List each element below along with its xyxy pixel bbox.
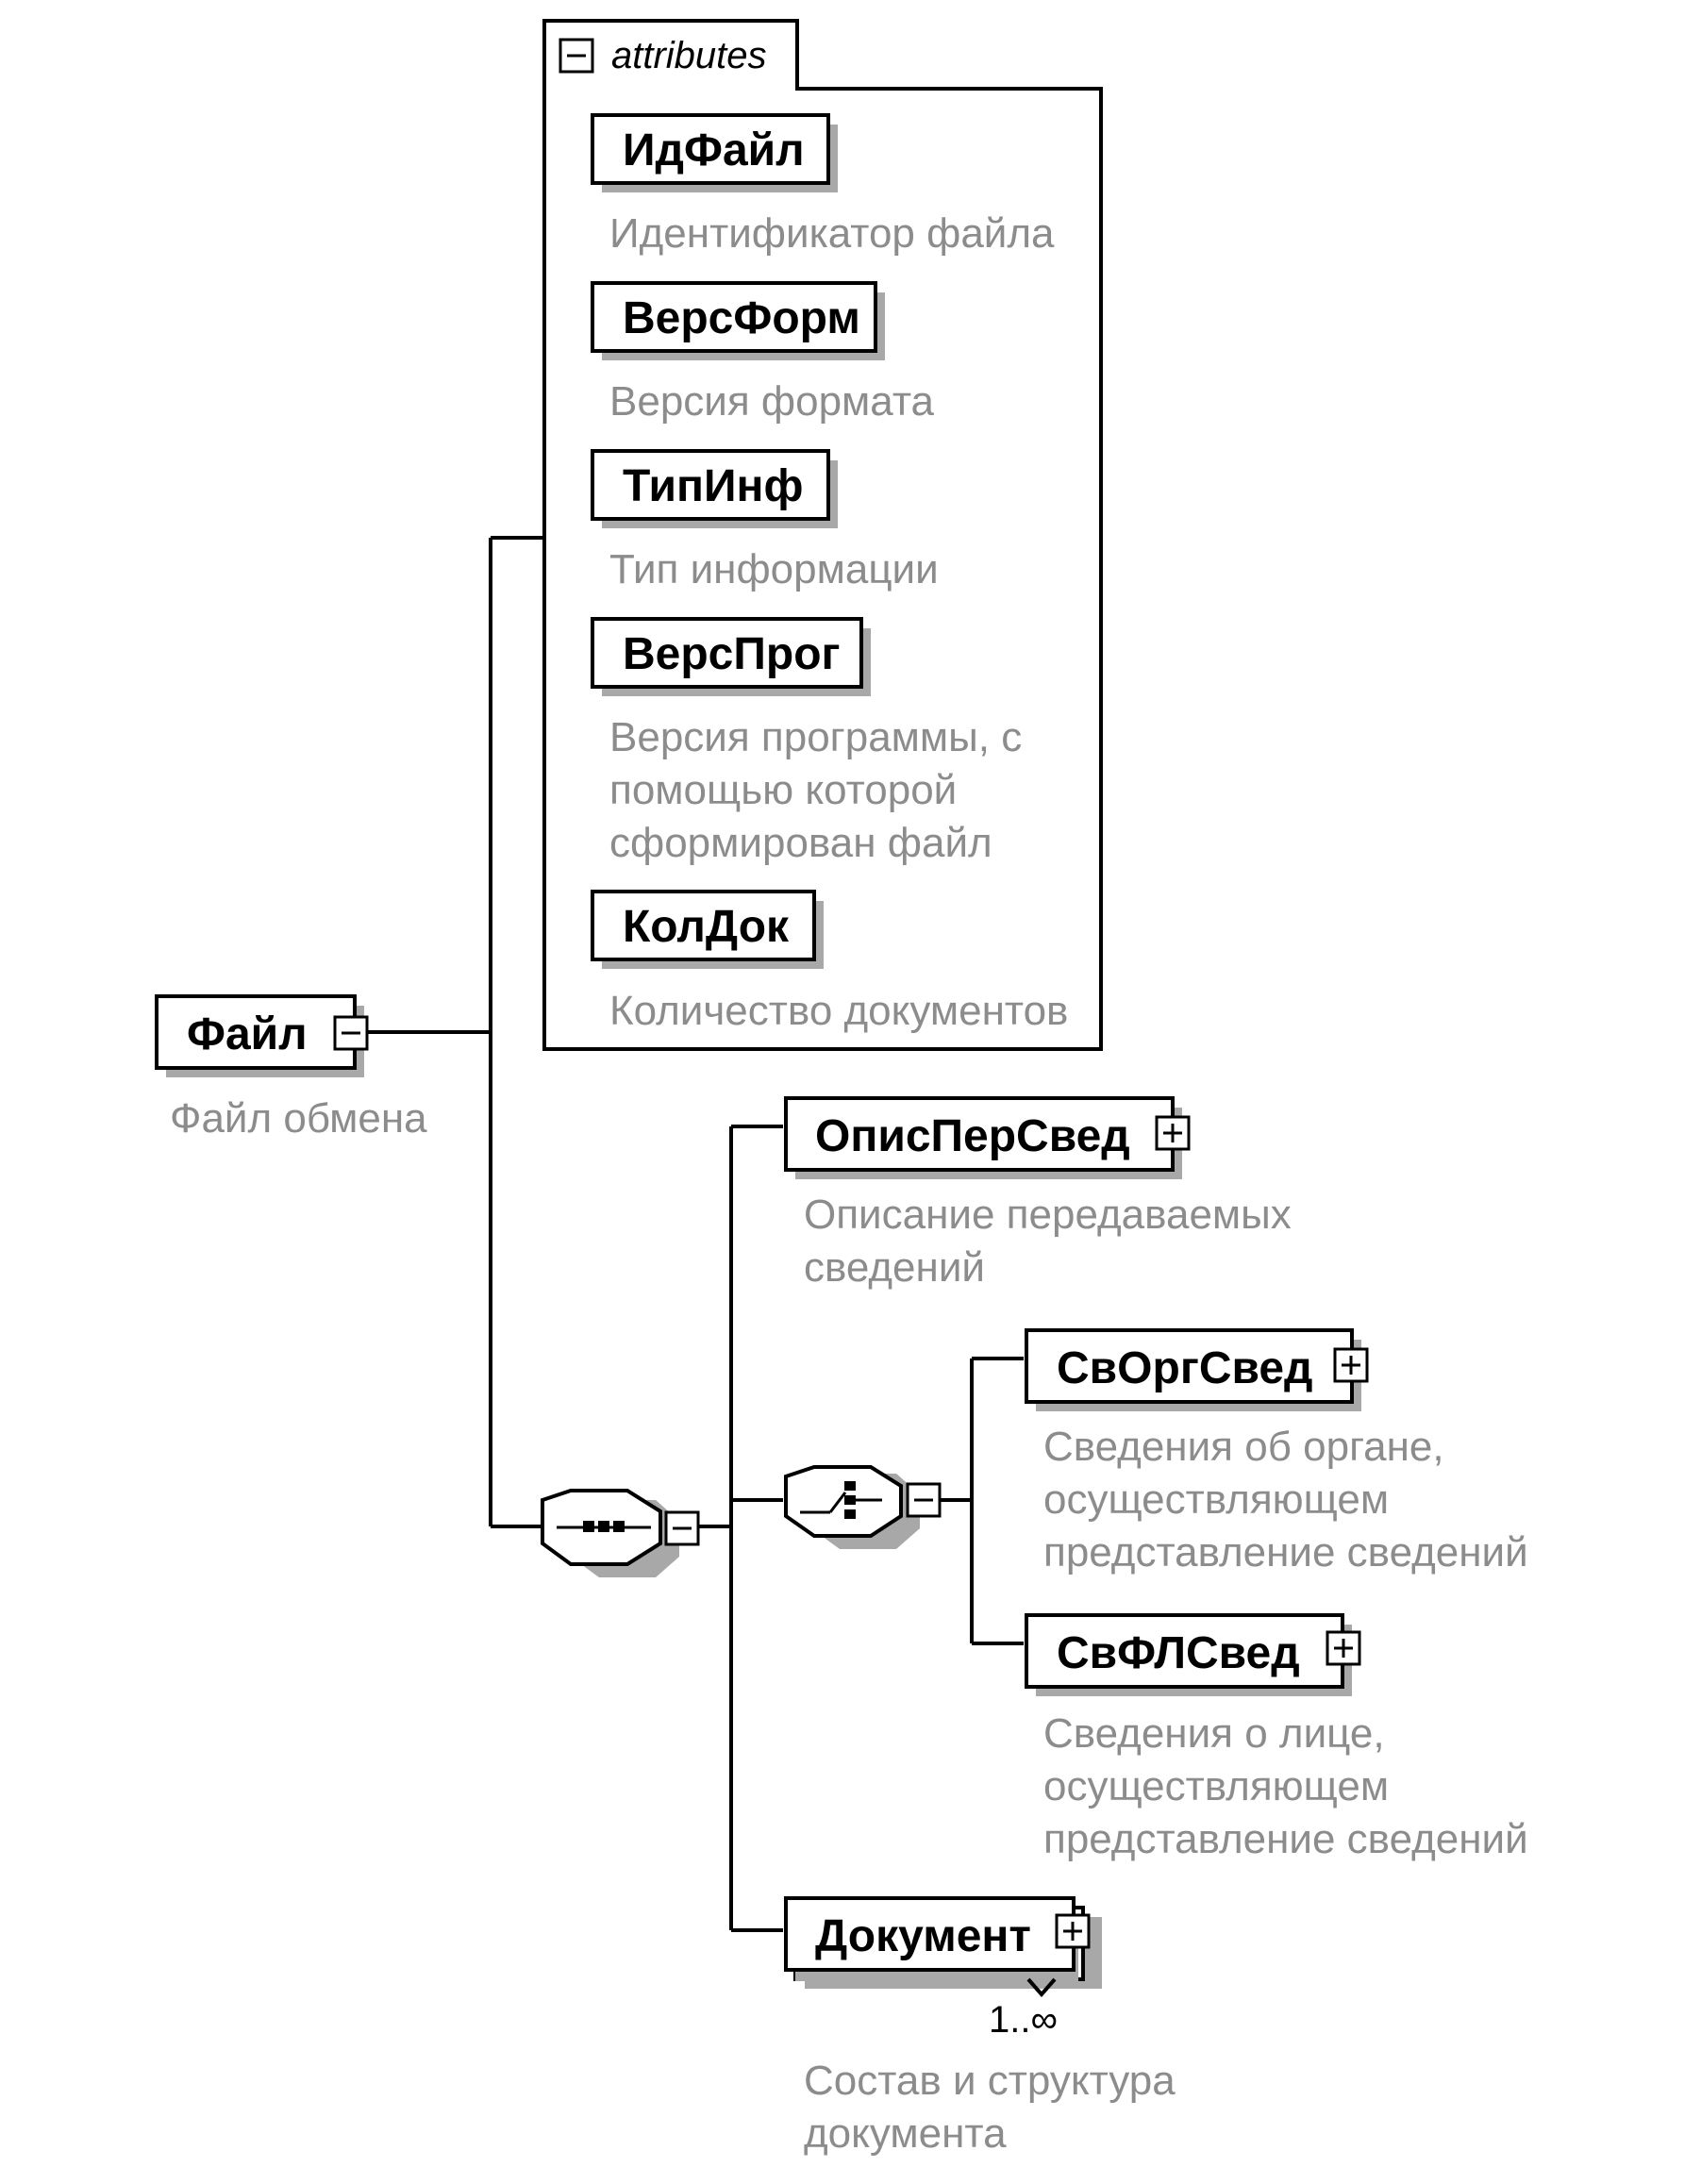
attribute-idfile[interactable]: ИдФайл [591, 113, 838, 192]
root-element[interactable]: Файл [155, 994, 369, 1077]
attributes-collapse-icon[interactable] [559, 38, 594, 74]
element-name: Документ [815, 1911, 1031, 1961]
element-description: документа [804, 2110, 1007, 2157]
choice-compositor[interactable] [784, 1465, 942, 1549]
element-description: Описание передаваемых [804, 1192, 1292, 1238]
element-dokument[interactable]: Документ [784, 1896, 1102, 1998]
attribute-name: ИдФайл [623, 125, 805, 175]
attribute-versprog[interactable]: ВерсПрог [591, 617, 871, 696]
element-svorgsved[interactable]: СвОргСвед [1025, 1328, 1369, 1411]
attribute-description: помощью которой [609, 767, 957, 813]
element-name: СвФЛСвед [1057, 1628, 1300, 1678]
element-opispersved[interactable]: ОписПерСвед [784, 1096, 1191, 1179]
attribute-name: ВерсФорм [623, 293, 860, 343]
element-description: представление сведений [1043, 1816, 1528, 1862]
attribute-name: ТипИнф [623, 461, 803, 511]
element-description: представление сведений [1043, 1529, 1528, 1575]
expand-icon[interactable] [1326, 1630, 1361, 1666]
collapse-icon[interactable] [333, 1015, 369, 1051]
element-name: СвОргСвед [1057, 1343, 1313, 1393]
attribute-name: КолДок [623, 902, 790, 952]
element-description: сведений [804, 1244, 985, 1291]
element-description: осуществляющем [1043, 1476, 1389, 1523]
attribute-description: Идентификатор файла [609, 210, 1055, 257]
attribute-tipinf[interactable]: ТипИнф [591, 449, 838, 528]
expand-icon[interactable] [1155, 1115, 1191, 1151]
attribute-description: Тип информации [609, 546, 939, 592]
attribute-description: Версия программы, с [609, 714, 1022, 760]
expand-icon[interactable] [1055, 1913, 1091, 1949]
root-element-name: Файл [187, 1009, 308, 1059]
connector-lines [368, 536, 1024, 1932]
element-description: Сведения о лице, [1043, 1710, 1385, 1757]
sequence-compositor[interactable] [541, 1489, 700, 1577]
attribute-name: ВерсПрог [623, 629, 841, 679]
element-svflsved[interactable]: СвФЛСвед [1025, 1613, 1361, 1696]
attribute-description: Количество документов [609, 988, 1068, 1034]
element-name: ОписПерСвед [815, 1111, 1130, 1161]
attribute-versform[interactable]: ВерсФорм [591, 281, 885, 360]
element-description: Состав и структура [804, 2058, 1176, 2104]
attribute-description: Версия формата [609, 378, 934, 425]
element-description: осуществляющем [1043, 1763, 1389, 1809]
multiplicity-label: 1..∞ [989, 1999, 1058, 2041]
attribute-description: сформирован файл [609, 820, 992, 866]
choice-collapse-icon[interactable] [906, 1482, 942, 1518]
attribute-koldok[interactable]: КолДок [591, 890, 824, 969]
sequence-collapse-icon[interactable] [664, 1510, 700, 1546]
attributes-group-label: attributes [611, 35, 767, 76]
attributes-group: attributes ИдФайл Идентификатор файла Ве… [542, 19, 1103, 1051]
element-description: Сведения об органе, [1043, 1424, 1444, 1470]
root-element-description: Файл обмена [170, 1095, 427, 1142]
expand-icon[interactable] [1333, 1347, 1369, 1383]
